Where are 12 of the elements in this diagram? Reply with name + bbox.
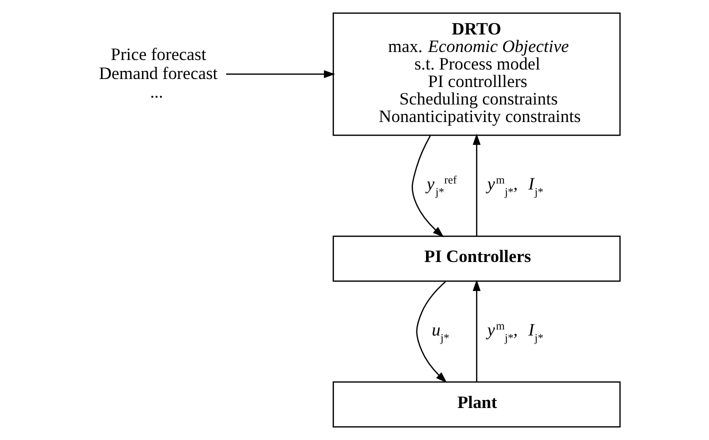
node-box: Plant — [332, 381, 621, 428]
node-box: DRTO max. Economic Objective s.t. Process model PI controlllers Scheduling constraints Nonanticipativity constraints — [332, 12, 621, 136]
node-box: PI Controllers — [332, 236, 621, 282]
arrow — [416, 281, 447, 383]
arrow — [472, 134, 481, 236]
arrow — [472, 280, 481, 382]
edge-label: y$^{m}$$_{j*}$, I$_{j*}$ — [487, 174, 544, 199]
edge-label: y$^{m}$$_{j*}$, I$_{j*}$ — [487, 320, 544, 345]
edge-label: u$_{j*}$ — [432, 320, 450, 345]
node-text: Price forecast Demand forecast ... — [98, 44, 218, 102]
arrow — [226, 70, 336, 78]
arrow — [412, 135, 444, 238]
